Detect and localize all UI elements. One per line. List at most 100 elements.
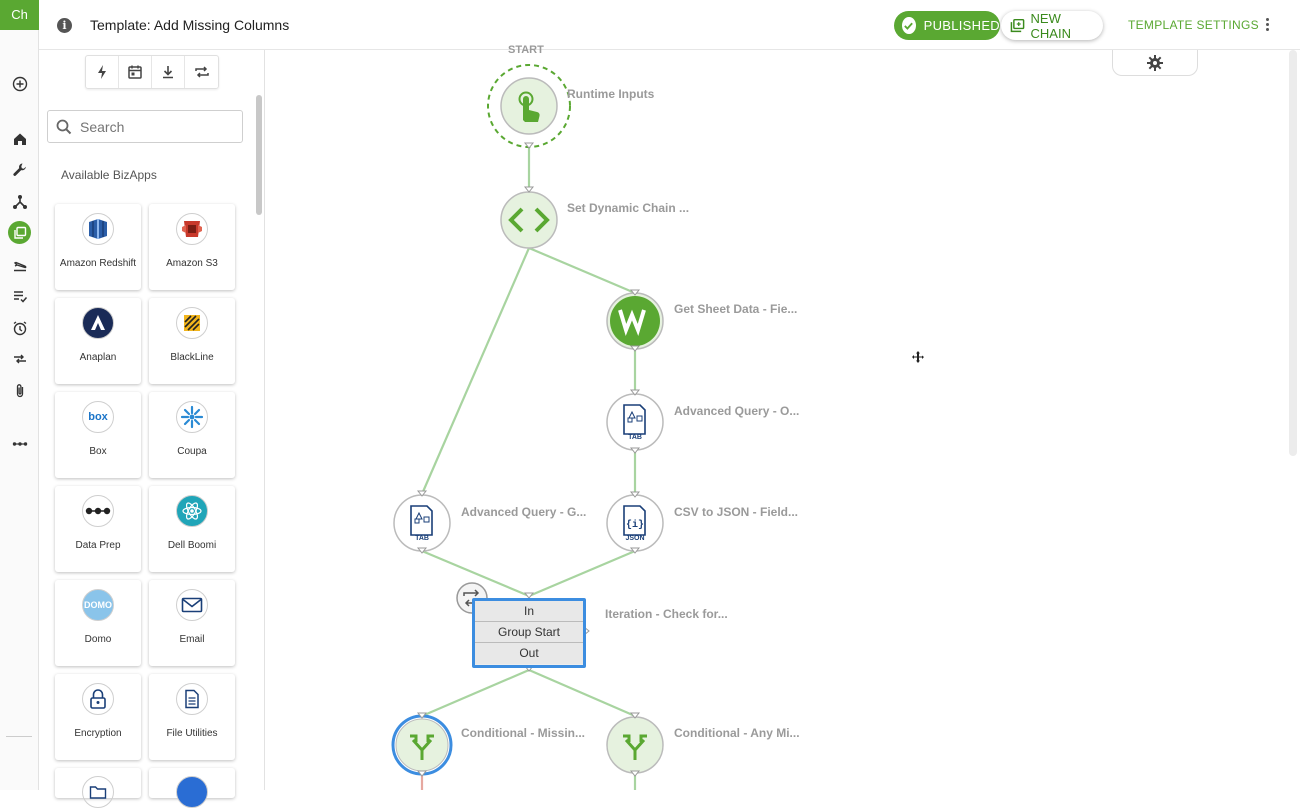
info-icon[interactable]: i [57, 18, 72, 33]
blackline-icon [176, 307, 208, 339]
bizapp-card-dell-boomi[interactable]: Dell Boomi [149, 486, 235, 572]
group-in-port[interactable]: In [475, 601, 583, 622]
group-out-port[interactable]: Out [475, 643, 583, 664]
iteration-group-node[interactable]: In Group Start Out [472, 598, 586, 668]
domo-icon: DOMO [82, 589, 114, 621]
node-get-sheet-data [606, 292, 664, 350]
group-start-label: Group Start [475, 622, 583, 643]
kebab-menu-icon[interactable] [1263, 16, 1271, 34]
chains-icon[interactable] [8, 221, 31, 244]
connector-line [421, 549, 530, 598]
plane-icon[interactable] [8, 253, 31, 276]
bizapp-label: Amazon Redshift [59, 258, 137, 269]
node-label-advanced-query-g[interactable]: Advanced Query - G... [461, 505, 587, 519]
home-icon[interactable] [8, 127, 31, 150]
download-icon[interactable] [152, 56, 185, 88]
checklist-icon[interactable] [8, 284, 31, 307]
canvas-scrollbar[interactable] [1289, 50, 1297, 456]
bizapp-card-encryption[interactable]: Encryption [55, 674, 141, 760]
json-braces-icon: {i} [626, 519, 644, 531]
node-label-runtime-inputs[interactable]: Runtime Inputs [567, 87, 655, 101]
template-settings-button[interactable]: TEMPLATE SETTINGS [1128, 18, 1259, 32]
bizapp-label: BlackLine [170, 352, 214, 363]
tab-label: TAB [628, 434, 642, 441]
search-icon [56, 119, 72, 134]
new-chain-icon [1010, 18, 1025, 32]
node-conditional-any [606, 716, 664, 774]
section-label: Available BizApps [61, 168, 157, 182]
coupa-icon [176, 401, 208, 433]
bizapp-label: Box [89, 446, 107, 457]
new-chain-label: NEW CHAIN [1030, 10, 1071, 41]
anaplan-icon [82, 307, 114, 339]
flow-icon[interactable] [8, 190, 31, 213]
gear-icon [1147, 54, 1163, 71]
cloud-app-icon [176, 776, 208, 808]
dell-boomi-icon [176, 495, 208, 527]
bizapp-card-domo[interactable]: DOMO Domo [55, 580, 141, 666]
bizapp-card-coupa[interactable]: Coupa [149, 392, 235, 478]
more-icon[interactable] [8, 432, 31, 455]
published-label: PUBLISHED [923, 18, 1000, 33]
bizapp-card-amazon-s3[interactable]: Amazon S3 [149, 204, 235, 290]
add-icon[interactable] [8, 72, 31, 95]
flow-graph: TAB TAB {i} JSON [391, 64, 664, 790]
bizapp-card-email[interactable]: Email [149, 580, 235, 666]
chain-canvas[interactable]: TAB TAB {i} JSON START Runtime Inputs Se… [265, 44, 1300, 790]
node-label-iteration[interactable]: Iteration - Check for... [605, 607, 728, 621]
node-conditional-missing [391, 714, 453, 776]
email-icon [176, 589, 208, 621]
search-input[interactable] [80, 118, 230, 135]
app-logo[interactable]: Ch [0, 0, 39, 30]
bizapp-label: Anaplan [79, 352, 117, 363]
bizapp-label: Encryption [74, 728, 122, 739]
bizapp-label: Email [179, 634, 205, 645]
palette-scrollbar[interactable] [256, 95, 262, 215]
bizapp-card-amazon-redshift[interactable]: Amazon Redshift [55, 204, 141, 290]
bizapp-card-anaplan[interactable]: Anaplan [55, 298, 141, 384]
amazon-s3-icon [176, 213, 208, 245]
new-chain-button[interactable]: NEW CHAIN [1001, 10, 1103, 41]
box-icon: box [82, 401, 114, 433]
transfer-icon[interactable] [8, 347, 31, 370]
move-cursor-icon [912, 351, 924, 363]
published-badge[interactable]: PUBLISHED [894, 11, 1000, 40]
bizapp-card-blackline[interactable]: BlackLine [149, 298, 235, 384]
data-prep-icon [82, 495, 114, 527]
page-title: Template: Add Missing Columns [90, 17, 290, 33]
alarm-icon[interactable] [8, 316, 31, 339]
connector-line [528, 668, 636, 718]
lightning-icon[interactable] [86, 56, 119, 88]
bizapp-card-file-utilities[interactable]: File Utilities [149, 674, 235, 760]
node-label-csv-to-json[interactable]: CSV to JSON - Field... [674, 505, 799, 519]
node-label-conditional-any[interactable]: Conditional - Any Mi... [674, 726, 800, 740]
repeat-icon[interactable] [185, 56, 218, 88]
amazon-redshift-icon [82, 213, 114, 245]
box-logo-text: box [88, 411, 108, 423]
canvas-settings-button[interactable] [1112, 50, 1198, 76]
bizapp-label: Amazon S3 [166, 258, 218, 269]
json-label: JSON [625, 535, 644, 542]
wrench-icon[interactable] [8, 158, 31, 181]
attachment-icon[interactable] [8, 379, 31, 402]
connector-line [528, 549, 636, 598]
bizapp-card-box[interactable]: box Box [55, 392, 141, 478]
lock-icon [82, 683, 114, 715]
bizapp-card-partial[interactable] [55, 768, 141, 808]
bizapp-card-data-prep[interactable]: Data Prep [55, 486, 141, 572]
node-label-get-sheet-data[interactable]: Get Sheet Data - Fie... [674, 302, 798, 316]
node-runtime-inputs [487, 64, 571, 148]
rail-divider [6, 736, 32, 737]
node-label-conditional-missing[interactable]: Conditional - Missin... [461, 726, 585, 740]
palette-toolbar [85, 55, 219, 89]
calendar-icon[interactable] [119, 56, 152, 88]
connector-line [421, 668, 530, 718]
tab-label: TAB [415, 535, 429, 542]
bizapp-palette: Available BizApps Amazon Redshift Amazon… [39, 50, 265, 808]
node-label-advanced-query-o[interactable]: Advanced Query - O... [674, 404, 800, 418]
bizapp-card-partial[interactable] [149, 768, 235, 808]
domo-logo-text: DOMO [84, 600, 112, 610]
left-rail: Ch [0, 0, 39, 790]
search-box[interactable] [47, 110, 243, 143]
node-label-set-dynamic-chain[interactable]: Set Dynamic Chain ... [567, 201, 690, 215]
